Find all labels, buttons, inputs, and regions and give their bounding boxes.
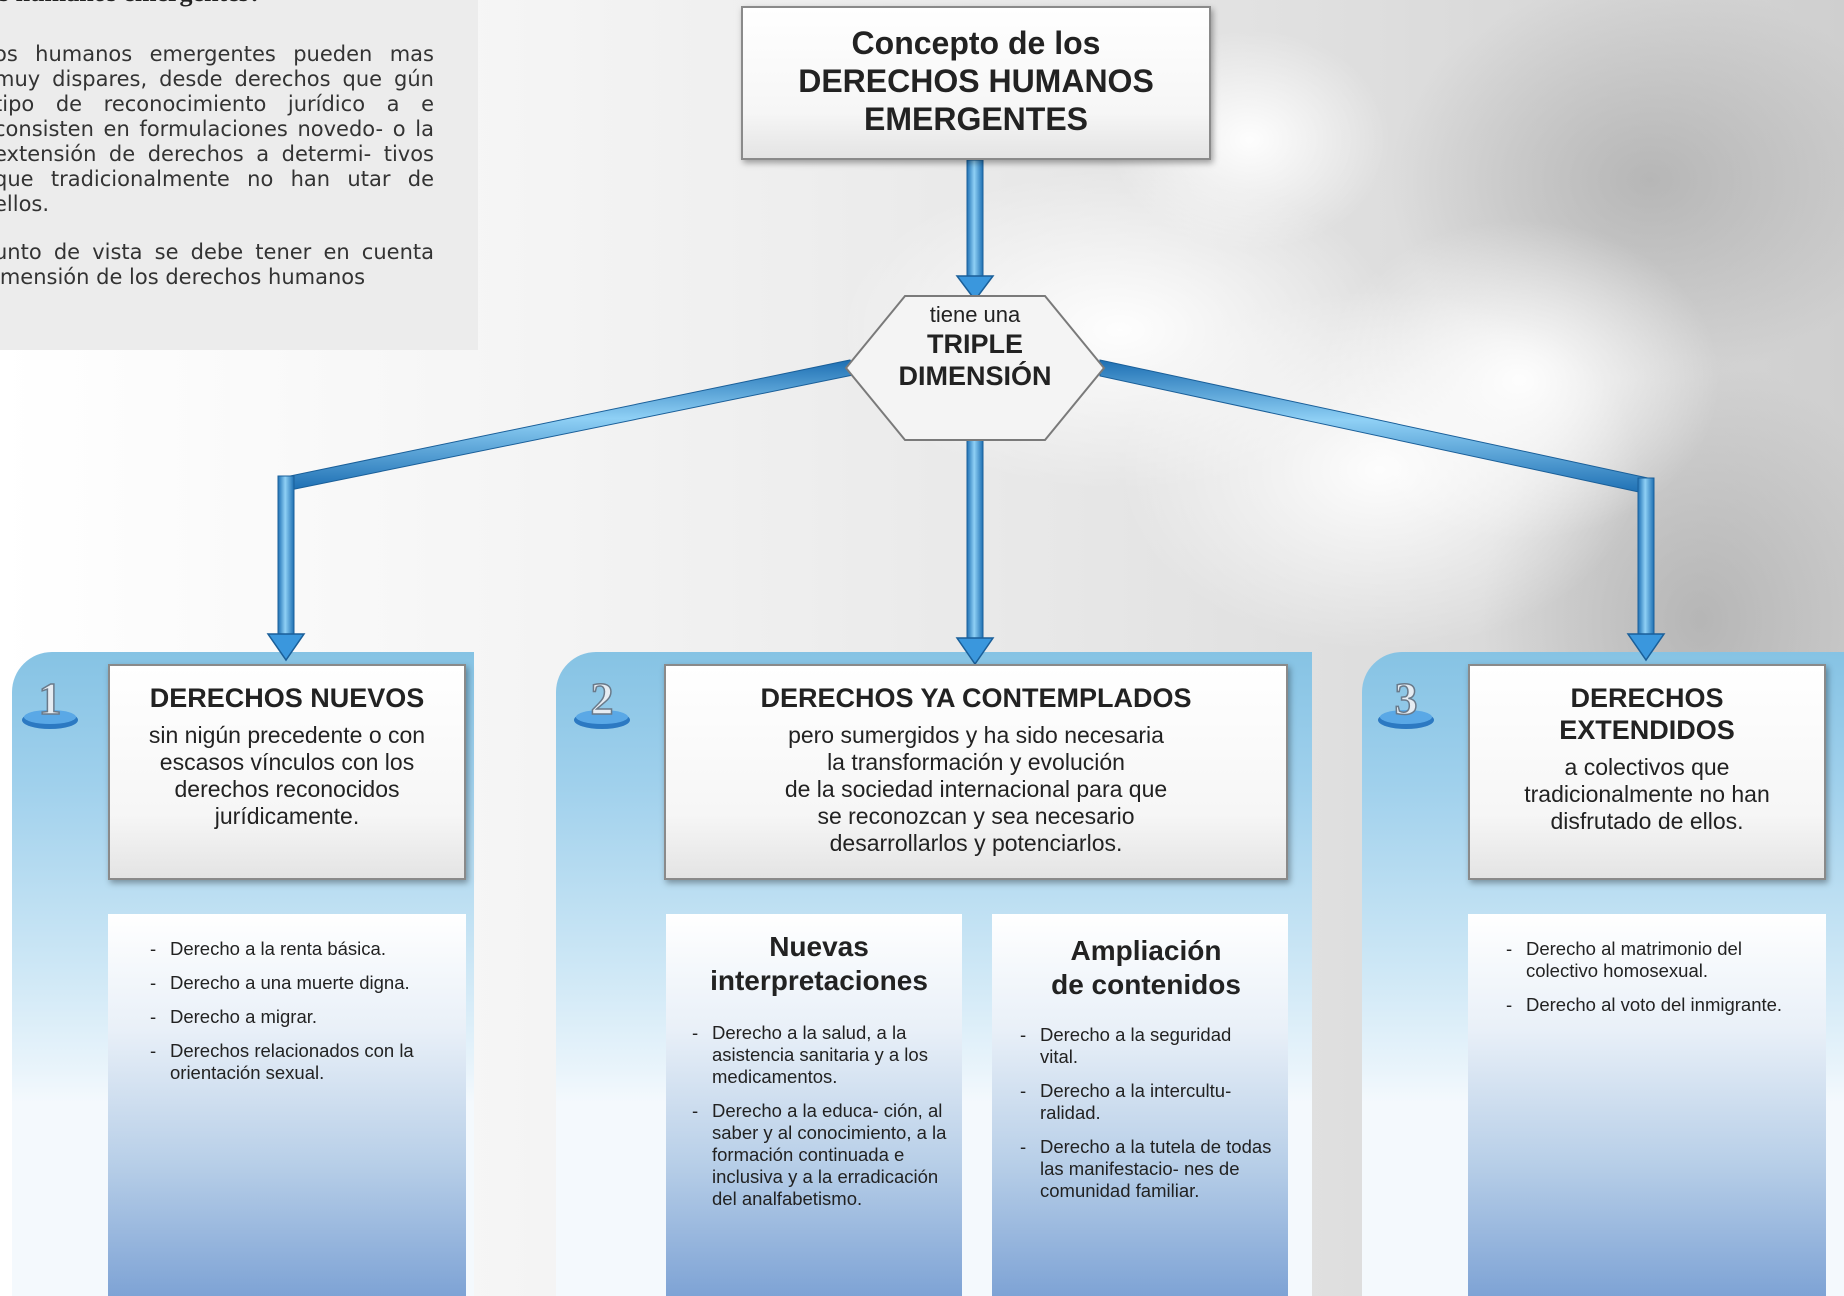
list-item: Derecho al voto del inmigrante.: [1504, 994, 1810, 1016]
subcolumn-nuevas-panel: Nuevas interpretaciones Derecho a la sal…: [666, 914, 962, 1296]
hub-label: tiene una TRIPLE DIMENSIÓN: [898, 302, 1052, 391]
number-badge-1-text: 1: [39, 673, 62, 724]
arrow-hub-to-right: [1099, 359, 1666, 662]
intro-heading: os humanos emergentes?: [0, 0, 456, 8]
column-3-list-panel: Derecho al matrimonio del colectivo homo…: [1468, 914, 1826, 1296]
column-3-list: Derecho al matrimonio del colectivo homo…: [1504, 938, 1810, 1016]
column-3-header-box: DERECHOS EXTENDIDOS a colectivos que tra…: [1468, 664, 1826, 880]
list-item: Derecho a la seguridad vital.: [1018, 1024, 1274, 1068]
subcolumn-nuevas-title: Nuevas interpretaciones: [710, 931, 928, 996]
intro-text-panel: os humanos emergentes? os humanos emerge…: [0, 0, 478, 350]
hub-hexagon: [844, 295, 1106, 441]
column-2-description: pero sumergidos y ha sido necesaria la t…: [784, 722, 1168, 856]
concept-title: Concepto de los DERECHOS HUMANOS EMERGEN…: [798, 25, 1154, 137]
list-item: Derecho a la educa- ción, al saber y al …: [690, 1100, 948, 1210]
column-1-list-panel: Derecho a la renta básica. Derecho a una…: [108, 914, 466, 1296]
column-1-header-box: DERECHOS NUEVOS sin nigún precedente o c…: [108, 664, 466, 880]
list-item: Derecho a la intercultu- ralidad.: [1018, 1080, 1274, 1124]
arrow-hub-to-center: [955, 419, 995, 666]
subcolumn-ampliacion-panel: Ampliación de contenidos Derecho a la se…: [992, 914, 1288, 1296]
arrow-hub-to-left: [266, 359, 859, 662]
column-3-title: DERECHOS EXTENDIDOS: [1559, 683, 1735, 745]
number-badge-3-text: 3: [1395, 673, 1418, 724]
list-item: Derecho a una muerte digna.: [148, 972, 450, 994]
list-item: Derecho al matrimonio del colectivo homo…: [1504, 938, 1810, 982]
column-1-list: Derecho a la renta básica. Derecho a una…: [148, 938, 450, 1084]
concept-box: Concepto de los DERECHOS HUMANOS EMERGEN…: [741, 6, 1211, 160]
subcolumn-ampliacion-list: Derecho a la seguridad vital. Derecho a …: [1018, 1024, 1274, 1202]
list-item: Derecho a la renta básica.: [148, 938, 450, 960]
list-item: Derecho a la tutela de todas las manifes…: [1018, 1136, 1274, 1202]
column-1-title: DERECHOS NUEVOS: [149, 683, 425, 713]
subcolumn-ampliacion-title: Ampliación de contenidos: [1051, 935, 1241, 1000]
subcolumn-nuevas-list: Derecho a la salud, a la asistencia sani…: [690, 1022, 948, 1210]
column-2-title: DERECHOS YA CONTEMPLADOS: [760, 683, 1192, 713]
list-item: Derechos relacionados con la orientación…: [148, 1040, 450, 1084]
number-badge-2: 2: [574, 672, 630, 729]
column-1-description: sin nigún precedente o con escasos víncu…: [148, 722, 426, 829]
arrow-concept-to-hub: [955, 159, 995, 302]
list-item: Derecho a la salud, a la asistencia sani…: [690, 1022, 948, 1088]
column-3-description: a colectivos que tradicionalmente no han…: [1524, 754, 1770, 834]
number-badge-3: 3: [1378, 672, 1434, 729]
column-2-header-box: DERECHOS YA CONTEMPLADOS pero sumergidos…: [664, 664, 1288, 880]
intro-paragraph-2: unto de vista se debe tener en cuenta im…: [0, 240, 434, 289]
number-badge-2-text: 2: [591, 673, 614, 724]
number-badge-1: 1: [22, 672, 78, 729]
list-item: Derecho a migrar.: [148, 1006, 450, 1028]
intro-paragraph-1: os humanos emergentes pueden mas muy dis…: [0, 42, 434, 216]
